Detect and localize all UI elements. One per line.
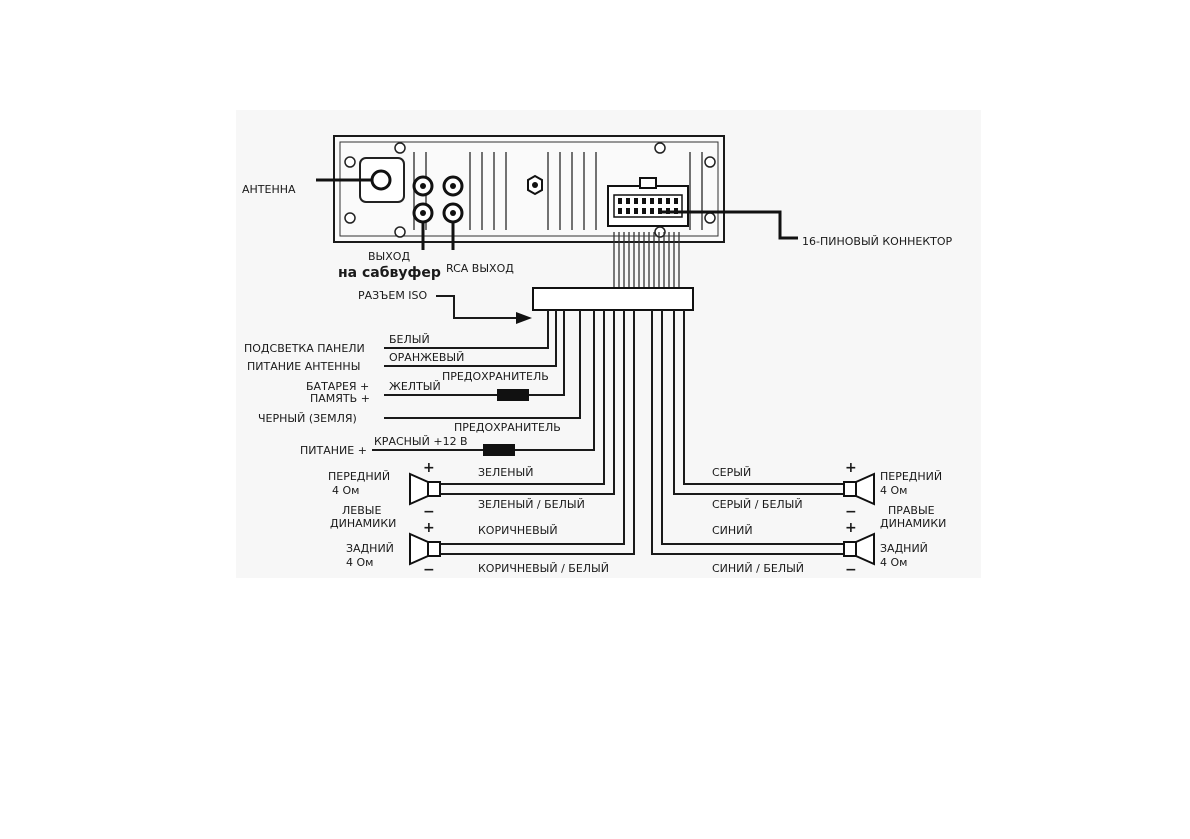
wire-harness (613, 232, 680, 288)
sub-out-label: ВЫХОД (368, 250, 410, 263)
power-label: ПИТАНИЕ + (300, 444, 367, 457)
gray-wire-label: СЕРЫЙ (712, 466, 751, 479)
green-white-wire-label: ЗЕЛЕНЫЙ / БЕЛЫЙ (478, 498, 585, 511)
connector-16pin (607, 177, 689, 227)
right-rear-label: ЗАДНИЙ (880, 542, 928, 555)
memory-label: ПАМЯТЬ + (310, 392, 370, 405)
plus-sign: + (423, 460, 435, 476)
sub-out-label-2: на сабвуфер (338, 265, 441, 281)
blue-wire-label: СИНИЙ (712, 524, 753, 537)
connector16-label: 16-ПИНОВЫЙ КОННЕКТОР (802, 235, 953, 248)
rca-out-label: RCA ВЫХОД (446, 262, 514, 275)
right-rear-ohm: 4 Ом (880, 556, 907, 569)
left-group-label: ЛЕВЫЕ (342, 504, 381, 517)
speaker-right-front (843, 472, 875, 506)
plus-sign: + (845, 460, 857, 476)
plus-sign: + (845, 520, 857, 536)
panel-light-label: ПОДСВЕТКА ПАНЕЛИ (244, 342, 365, 355)
left-front-label: ПЕРЕДНИЙ (328, 470, 390, 483)
white-wire-label: БЕЛЫЙ (389, 333, 430, 346)
right-group-label: ПРАВЫЕ (888, 504, 935, 517)
left-front-ohm: 4 Ом (332, 484, 359, 497)
fuse-yellow (497, 389, 529, 401)
red-wire-label: КРАСНЫЙ +12 В (374, 435, 468, 448)
orange-wire-label: ОРАНЖЕВЫЙ (389, 351, 464, 364)
minus-sign: − (845, 562, 857, 578)
iso-arrow-line (436, 295, 520, 319)
iso-label: РАЗЪЕМ ISO (358, 289, 428, 302)
left-rear-ohm: 4 Ом (346, 556, 373, 569)
iso-arrow-head (516, 312, 532, 324)
fuse-label: ПРЕДОХРАНИТЕЛЬ (442, 370, 549, 383)
minus-sign: − (423, 562, 435, 578)
battery-label: БАТАРЕЯ + (306, 380, 369, 393)
left-rear-label: ЗАДНИЙ (346, 542, 394, 555)
right-wires (651, 310, 844, 555)
yellow-wire-label: ЖЕЛТЫЙ (389, 380, 441, 393)
fuse-red (483, 444, 515, 456)
antenna-label: АНТЕННА (242, 183, 296, 196)
blue-white-wire-label: СИНИЙ / БЕЛЫЙ (712, 562, 804, 575)
connector-leader (660, 210, 798, 240)
head-unit-rear-panel (333, 135, 725, 243)
green-wire-label: ЗЕЛЕНЫЙ (478, 466, 533, 479)
antenna-socket (370, 169, 392, 191)
right-front-label: ПЕРЕДНИЙ (880, 470, 942, 483)
minus-sign: − (423, 504, 435, 520)
brown-white-wire-label: КОРИЧНЕВЫЙ / БЕЛЫЙ (478, 562, 609, 575)
fuse-label-2: ПРЕДОХРАНИТЕЛЬ (454, 421, 561, 434)
ground-label: ЧЕРНЫЙ (ЗЕМЛЯ) (258, 412, 357, 425)
antenna-power-label: ПИТАНИЕ АНТЕННЫ (247, 360, 360, 373)
brown-wire-label: КОРИЧНЕВЫЙ (478, 524, 558, 537)
minus-sign: − (845, 504, 857, 520)
speaker-left-rear (409, 532, 441, 566)
plus-sign: + (423, 520, 435, 536)
left-group-label-2: ДИНАМИКИ (330, 517, 396, 530)
right-front-ohm: 4 Ом (880, 484, 907, 497)
iso-connector (532, 287, 694, 311)
right-group-label-2: ДИНАМИКИ (880, 517, 946, 530)
rca-jacks (412, 175, 464, 224)
speaker-right-rear (843, 532, 875, 566)
speaker-left-front (409, 472, 441, 506)
left-wires (372, 310, 635, 555)
gray-white-wire-label: СЕРЫЙ / БЕЛЫЙ (712, 498, 803, 511)
